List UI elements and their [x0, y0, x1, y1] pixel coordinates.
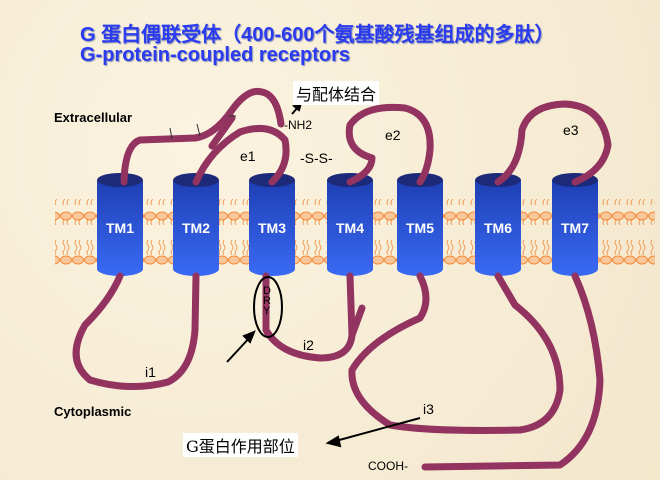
disulfide-label: -S-S- — [300, 150, 333, 166]
ligand-binding-label: 与配体结合 — [293, 81, 380, 105]
tm6-label: TM6 — [484, 220, 512, 236]
dry-motif-ellipse — [253, 276, 283, 338]
tm3-label: TM3 — [258, 220, 286, 236]
e2-loop-chain — [345, 103, 434, 186]
e3-loop-chain — [494, 100, 612, 186]
dry-d: D — [263, 285, 271, 297]
tm2-label: TM2 — [182, 220, 210, 236]
i2-label: i2 — [303, 337, 314, 353]
i3-loop-chain — [348, 272, 564, 434]
extracellular-label: Extracellular — [54, 110, 133, 125]
e1-loop-chain — [192, 124, 290, 186]
title-english: G-protein-coupled receptors — [80, 44, 351, 66]
i3-label: i3 — [423, 401, 434, 417]
c-terminus-chain — [421, 272, 604, 471]
i3-arrow — [331, 417, 421, 443]
g-protein-site-label: G蛋白作用部位 — [183, 433, 298, 457]
i1-label: i1 — [145, 364, 156, 380]
e2-label: e2 — [385, 127, 401, 143]
tm6-helix: TM6 — [475, 173, 521, 276]
nh2-label: -NH2 — [284, 118, 313, 132]
tm4-helix: TM4 — [327, 173, 373, 276]
i1-loop-chain — [72, 272, 200, 391]
tm1-label: TM1 — [106, 220, 134, 236]
e1-label: e1 — [240, 148, 256, 164]
cooh-label: COOH- — [368, 459, 408, 473]
tm4-label: TM4 — [336, 220, 364, 236]
e1-extra-stroke — [208, 114, 236, 150]
dry-y: Y — [263, 305, 271, 317]
dry-r: R — [263, 295, 271, 307]
cytoplasmic-label: Cytoplasmic — [54, 404, 132, 419]
n-terminus-chain — [120, 87, 285, 186]
tm1-helix: TM1 — [97, 173, 143, 276]
tm5-label: TM5 — [406, 220, 434, 236]
title-chinese: G 蛋白偶联受体（400-600个氨基酸残基组成的多肽） — [80, 24, 555, 46]
tm3-helix: TM3 — [249, 173, 295, 276]
i2-loop-chain — [262, 272, 366, 362]
e3-label: e3 — [563, 122, 579, 138]
tm7-label: TM7 — [561, 220, 589, 236]
